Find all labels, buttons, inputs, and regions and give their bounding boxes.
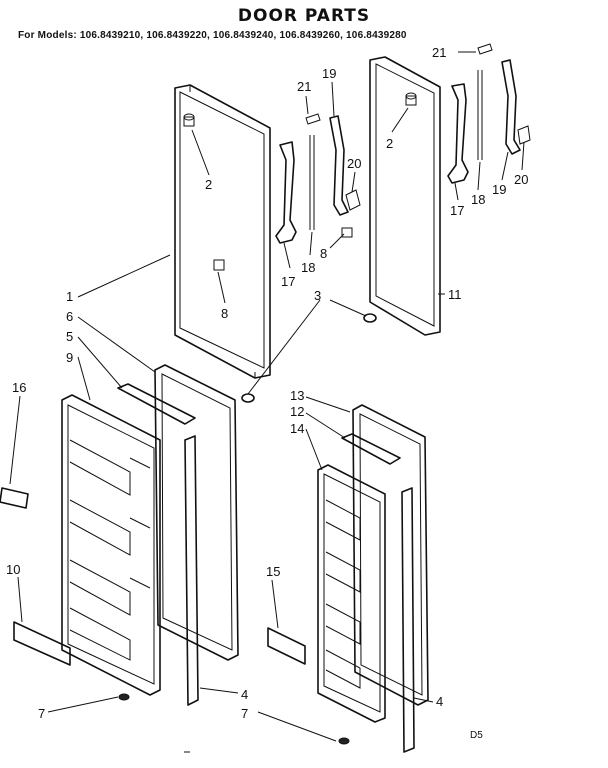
leader-lines — [9, 51, 525, 742]
callout-8-left: 8 — [221, 306, 228, 321]
left-hinge-set — [275, 113, 361, 244]
right-inner-door-liner — [317, 464, 386, 723]
callout-7-left: 7 — [38, 706, 45, 721]
glide-parts — [241, 313, 377, 403]
diagram-code: D5 — [470, 730, 483, 741]
callout-19-left: 19 — [322, 66, 336, 81]
left-small-parts — [0, 487, 130, 701]
callout-14: 14 — [290, 421, 304, 436]
callout-2-right: 2 — [386, 136, 393, 151]
right-outer-door-panel — [341, 56, 441, 336]
callout-18-right: 18 — [471, 192, 485, 207]
callout-4-right: 4 — [436, 694, 443, 709]
callout-20-left: 20 — [347, 156, 361, 171]
callout-21-left: 21 — [297, 79, 311, 94]
callout-3: 3 — [314, 288, 321, 303]
left-door-gasket — [154, 364, 239, 661]
callout-18-left: 18 — [301, 260, 315, 275]
callout-7-right: 7 — [241, 706, 248, 721]
callout-6: 6 — [66, 309, 73, 324]
callout-11: 11 — [448, 287, 462, 302]
callout-17-right: 17 — [450, 203, 464, 218]
callout-2-left: 2 — [205, 177, 212, 192]
callout-12: 12 — [290, 404, 304, 419]
callout-4-left: 4 — [241, 687, 248, 702]
callout-21-right: 21 — [432, 45, 446, 60]
left-outer-door-panel — [174, 84, 271, 379]
right-door-gasket — [352, 404, 429, 706]
callout-20-right: 20 — [514, 172, 528, 187]
page-title: DOOR PARTS — [237, 6, 371, 26]
left-inner-door-liner — [61, 394, 161, 696]
callout-5: 5 — [66, 329, 73, 344]
callout-19-right: 19 — [492, 182, 506, 197]
callout-10: 10 — [6, 562, 20, 577]
callout-labels: 1 6 5 9 16 10 7 4 7 15 13 12 14 4 11 3 2… — [6, 45, 528, 721]
right-breaker-strips — [341, 433, 415, 753]
callout-17-left: 17 — [281, 274, 295, 289]
models-line: For Models: 106.8439210, 106.8439220, 10… — [18, 30, 407, 41]
callout-16: 16 — [12, 380, 26, 395]
callout-15: 15 — [266, 564, 280, 579]
right-small-parts — [184, 627, 350, 753]
right-hinge-set — [447, 43, 531, 184]
callout-8-right: 8 — [320, 246, 327, 261]
callout-1: 1 — [66, 289, 73, 304]
callout-13: 13 — [290, 388, 304, 403]
left-breaker-strips — [117, 383, 199, 706]
callout-9: 9 — [66, 350, 73, 365]
